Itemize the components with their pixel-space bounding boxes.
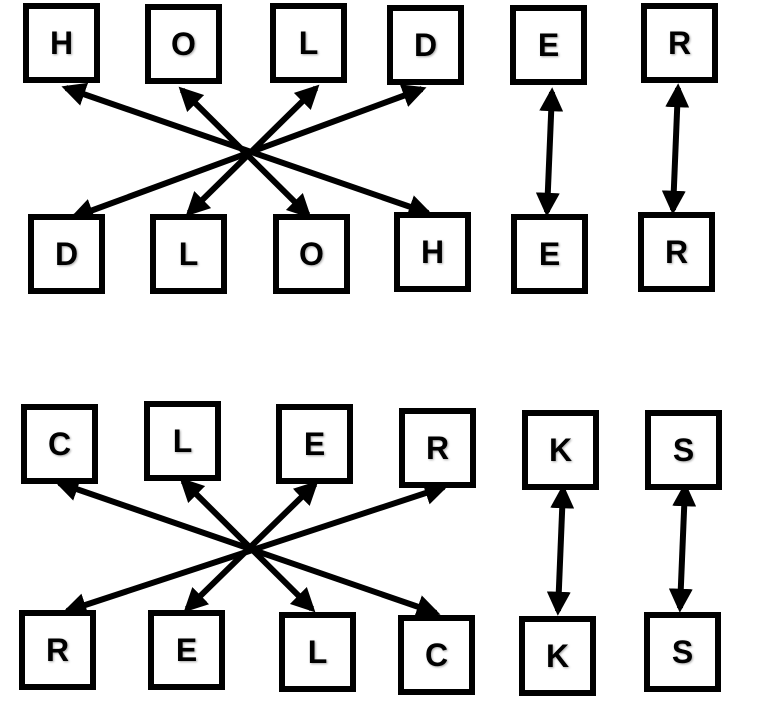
- letter: D: [414, 27, 437, 63]
- letter-box-rearranged-1-1: E: [148, 610, 225, 690]
- letter-box-rearranged-1-5: S: [644, 612, 721, 692]
- letter-box-frame: [276, 404, 353, 484]
- letter: O: [171, 26, 196, 62]
- letter: L: [299, 25, 319, 61]
- letter-box-original-0-4: E: [510, 5, 587, 85]
- letter-box-original-1-5: S: [645, 410, 722, 490]
- letter: K: [549, 432, 572, 468]
- double-arrow-11: [668, 482, 697, 613]
- letter-box-rearranged-1-2: L: [279, 612, 356, 692]
- letter-box-frame: [519, 616, 596, 696]
- letter: H: [421, 234, 444, 270]
- letter-box-frame: [645, 410, 722, 490]
- letter-box-frame: [522, 410, 599, 490]
- double-arrow-9: [62, 481, 449, 617]
- letter: C: [425, 637, 448, 673]
- letter: E: [176, 632, 197, 668]
- letter-box-frame: [273, 214, 350, 294]
- letter-box-frame: [638, 212, 715, 292]
- double-arrow-4: [535, 87, 564, 217]
- letter: S: [673, 432, 694, 468]
- letter-box-frame: [399, 408, 476, 488]
- letter-box-frame: [511, 214, 588, 294]
- letter-box-frame: [28, 214, 105, 294]
- letter-box-rearranged-0-4: E: [511, 214, 588, 294]
- letter: E: [539, 236, 560, 272]
- letter-box-frame: [150, 214, 227, 294]
- letter-box-original-0-2: L: [270, 3, 347, 83]
- letter-box-rearranged-0-2: O: [273, 214, 350, 294]
- letter-box-rearranged-0-3: H: [394, 212, 471, 292]
- letter-box-rearranged-1-0: R: [19, 610, 96, 690]
- letter-box-frame: [398, 615, 475, 695]
- letter: R: [46, 632, 69, 668]
- letter-box-rearranged-1-3: C: [398, 615, 475, 695]
- letter: E: [304, 426, 325, 462]
- letter: R: [665, 234, 688, 270]
- letter-box-frame: [387, 5, 464, 85]
- letter: L: [173, 423, 193, 459]
- letter-box-frame: [644, 612, 721, 692]
- letter-box-original-1-1: L: [144, 401, 221, 481]
- letter-box-frame: [279, 612, 356, 692]
- double-arrow-3: [69, 84, 427, 222]
- double-arrow-10: [546, 484, 575, 616]
- letter: S: [672, 634, 693, 670]
- letter-box-frame: [270, 3, 347, 83]
- letter-box-frame: [394, 212, 471, 292]
- letter-box-rearranged-1-4: K: [519, 616, 596, 696]
- letter: R: [668, 25, 691, 61]
- letter-box-original-1-2: E: [276, 404, 353, 484]
- letter-box-original-1-3: R: [399, 408, 476, 488]
- letter-box-rearranged-0-1: L: [150, 214, 227, 294]
- letter: K: [546, 638, 569, 674]
- double-arrow-5: [661, 83, 690, 215]
- letter-box-frame: [21, 404, 98, 484]
- letter-box-frame: [19, 610, 96, 690]
- letter: O: [299, 236, 324, 272]
- letter: L: [179, 236, 199, 272]
- letter-box-original-0-5: R: [641, 3, 718, 83]
- letter-box-frame: [145, 4, 222, 84]
- letter: H: [50, 25, 73, 61]
- letter-box-frame: [23, 3, 100, 83]
- letter-box-frame: [148, 610, 225, 690]
- letter-box-original-1-0: C: [21, 404, 98, 484]
- letter-box-rearranged-0-5: R: [638, 212, 715, 292]
- letter: R: [426, 430, 449, 466]
- letter-box-original-0-0: H: [23, 3, 100, 83]
- letter-box-original-0-1: O: [145, 4, 222, 84]
- letter: C: [48, 426, 71, 462]
- double-arrow-7: [179, 477, 316, 613]
- letter-box-original-0-3: D: [387, 5, 464, 85]
- letter-box-rearranged-0-0: D: [28, 214, 105, 294]
- letter: D: [55, 236, 78, 272]
- letter-box-original-1-4: K: [522, 410, 599, 490]
- letter: E: [538, 27, 559, 63]
- letter-box-frame: [510, 5, 587, 85]
- letter: L: [308, 634, 328, 670]
- letter-box-frame: [144, 401, 221, 481]
- letter-box-frame: [641, 3, 718, 83]
